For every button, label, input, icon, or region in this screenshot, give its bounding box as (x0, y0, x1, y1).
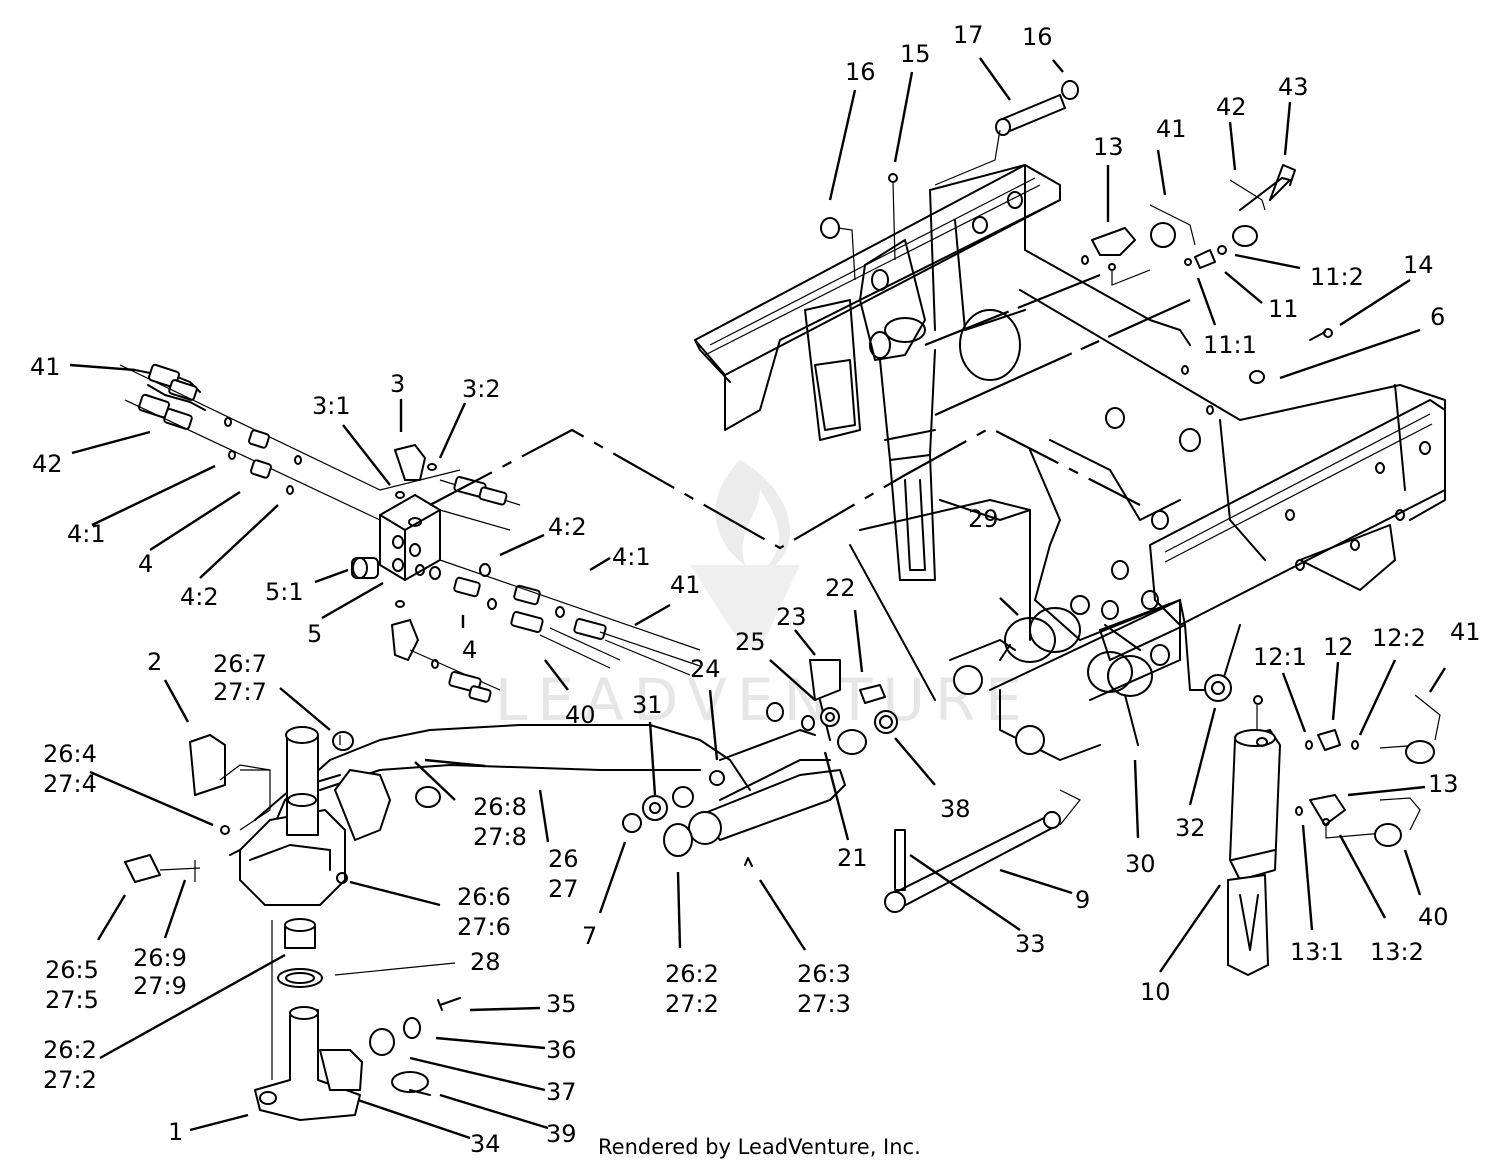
render-credit: Rendered by LeadVenture, Inc. (598, 1135, 921, 1159)
watermark-flame-icon (715, 460, 790, 575)
callout-21: 21 (837, 844, 868, 872)
callout-6: 6 (1430, 303, 1445, 331)
callout-4-1-right: 4:1 (612, 543, 651, 571)
pivot-pin (884, 789, 1081, 913)
callout-27: 27 (548, 875, 579, 903)
callout-26: 26 (548, 845, 579, 873)
callout-23: 23 (776, 603, 807, 631)
callout-26-4: 26:4 (43, 740, 97, 768)
callout-11-2: 11:2 (1310, 263, 1364, 291)
callout-15: 15 (900, 40, 931, 68)
callout-16-right: 16 (1022, 23, 1053, 51)
callout-3: 3 (390, 370, 405, 398)
callout-3-1: 3:1 (312, 392, 351, 420)
cross-tube (622, 659, 898, 867)
hydraulic-fittings (119, 363, 701, 703)
callout-4-2-right: 4:2 (548, 513, 587, 541)
callout-16-left: 16 (845, 58, 876, 86)
callout-12-2: 12:2 (1372, 624, 1426, 652)
callout-41-top: 41 (1156, 115, 1187, 143)
callout-13-2: 13:2 (1370, 938, 1424, 966)
callout-41-mid: 41 (670, 571, 701, 599)
callout-27-3: 27:3 (797, 990, 851, 1018)
callout-27-4: 27:4 (43, 770, 97, 798)
alignment-lines (429, 273, 1191, 550)
callout-11-1: 11:1 (1203, 331, 1257, 359)
callout-42-top: 42 (1216, 93, 1247, 121)
callout-27-8: 27:8 (473, 823, 527, 851)
callout-7: 7 (582, 922, 597, 950)
hydraulic-cylinder (1204, 674, 1441, 976)
callout-2: 2 (147, 648, 162, 676)
callout-17: 17 (953, 21, 984, 49)
callout-4-2-left: 4:2 (180, 583, 219, 611)
callout-26-6: 26:6 (457, 883, 511, 911)
pivot-arm (859, 239, 936, 581)
callout-13-right: 13 (1428, 770, 1459, 798)
callout-30: 30 (1125, 850, 1156, 878)
callout-27-7: 27:7 (213, 678, 267, 706)
callout-26-8: 26:8 (473, 793, 527, 821)
callout-33: 33 (1015, 930, 1046, 958)
callout-32: 32 (1175, 814, 1206, 842)
watermark-v-icon (690, 565, 800, 650)
callout-26-2-left: 26:2 (43, 1036, 97, 1064)
callout-22: 22 (825, 574, 856, 602)
callout-4-left: 4 (138, 550, 153, 578)
callout-26-9: 26:9 (133, 944, 187, 972)
callout-41-left: 41 (30, 353, 61, 381)
callout-27-9: 27:9 (133, 972, 187, 1000)
callout-29: 29 (968, 505, 999, 533)
upper-fittings (820, 80, 1333, 384)
callout-26-7: 26:7 (213, 650, 267, 678)
callout-14: 14 (1403, 251, 1434, 279)
callout-13-1: 13:1 (1290, 938, 1344, 966)
callout-1: 1 (168, 1118, 183, 1146)
callout-42-left: 42 (32, 450, 63, 478)
callout-12: 12 (1323, 633, 1354, 661)
callout-27-5: 27:5 (45, 986, 99, 1014)
callout-5: 5 (307, 620, 322, 648)
callout-40-left: 40 (565, 701, 596, 729)
callout-39: 39 (546, 1120, 577, 1148)
callout-41-right: 41 (1450, 618, 1481, 646)
callout-43: 43 (1278, 73, 1309, 101)
callout-31: 31 (632, 691, 663, 719)
watermark: LEADVENTURE (495, 460, 1022, 734)
callout-3-2: 3:2 (462, 375, 501, 403)
callout-27-6: 27:6 (457, 913, 511, 941)
callout-13-top: 13 (1093, 133, 1124, 161)
callout-5-1: 5:1 (265, 578, 304, 606)
callout-26-5: 26:5 (45, 956, 99, 984)
callout-38: 38 (940, 795, 971, 823)
callout-4-1-left: 4:1 (67, 520, 106, 548)
callout-26-2-mid: 26:2 (665, 960, 719, 988)
callout-35: 35 (546, 990, 577, 1018)
callout-25: 25 (735, 628, 766, 656)
callout-36: 36 (546, 1036, 577, 1064)
callout-34: 34 (470, 1130, 501, 1158)
callout-28: 28 (470, 948, 501, 976)
axle-assembly (124, 724, 751, 1121)
callout-11: 11 (1268, 295, 1299, 323)
callout-10: 10 (1140, 978, 1171, 1006)
callout-37: 37 (546, 1078, 577, 1106)
callout-leaders (69, 57, 1447, 1140)
callout-9: 9 (1075, 886, 1090, 914)
callout-26-3: 26:3 (797, 960, 851, 988)
callout-40-right: 40 (1418, 903, 1449, 931)
callout-labels: 1 2 3 3:1 3:2 4 4 4:1 4:1 4:2 4:2 5 5:1 … (30, 21, 1481, 1158)
callout-12-1: 12:1 (1253, 643, 1307, 671)
callout-24: 24 (690, 655, 721, 683)
callout-27-2-left: 27:2 (43, 1066, 97, 1094)
torsion-springs (949, 595, 1153, 755)
callout-4-right: 4 (462, 636, 477, 664)
callout-27-2-mid: 27:2 (665, 990, 719, 1018)
